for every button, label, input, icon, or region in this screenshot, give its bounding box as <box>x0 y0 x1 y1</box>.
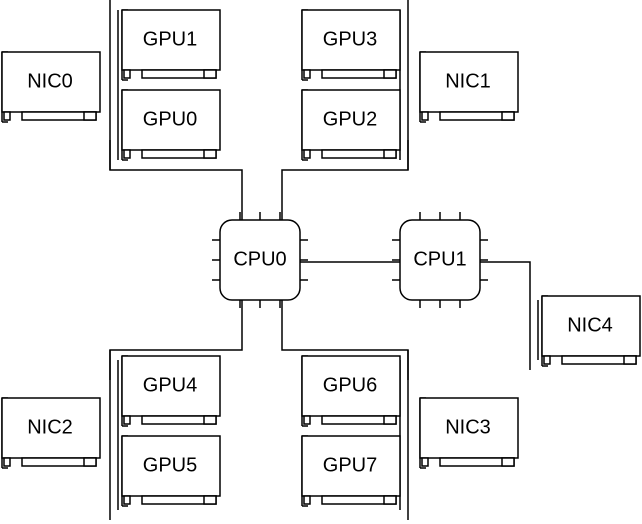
gpu4-label: GPU4 <box>143 374 197 396</box>
link-cpu1-nic4 <box>480 261 531 290</box>
cpu-chips: CPU0 CPU1 <box>212 212 488 308</box>
nic4-card: NIC4 <box>541 295 641 367</box>
gpu0-card: GPU0 <box>121 89 221 161</box>
gpu1-card: GPU1 <box>121 9 221 81</box>
bus-bottom-left <box>109 350 119 520</box>
gpu5-card: GPU5 <box>121 435 221 507</box>
gpu5-label: GPU5 <box>143 454 197 476</box>
gpu7-card: GPU7 <box>301 435 401 507</box>
nic0-card: NIC0 <box>1 51 101 123</box>
nic1-card: NIC1 <box>419 51 519 123</box>
gpu6-label: GPU6 <box>323 374 377 396</box>
nic4-label: NIC4 <box>567 314 613 336</box>
gpu4-card: GPU4 <box>121 355 221 427</box>
bus-top-right <box>399 0 409 170</box>
gpu7-label: GPU7 <box>323 454 377 476</box>
gpu3-card: GPU3 <box>301 9 401 81</box>
gpu3-label: GPU3 <box>323 28 377 50</box>
bus-bottom-right <box>399 350 409 520</box>
nic3-card: NIC3 <box>419 397 519 469</box>
gpu1-label: GPU1 <box>143 28 197 50</box>
nic2-card: NIC2 <box>1 397 101 469</box>
cpu1-chip: CPU1 <box>392 212 488 308</box>
nic1-label: NIC1 <box>445 70 491 92</box>
gpu2-card: GPU2 <box>301 89 401 161</box>
nic2-label: NIC2 <box>27 416 73 438</box>
nic0-label: NIC0 <box>27 70 73 92</box>
bus-top-left <box>109 0 119 170</box>
cpu0-label: CPU0 <box>233 248 286 270</box>
gpu2-label: GPU2 <box>323 108 377 130</box>
cpu1-label: CPU1 <box>413 248 466 270</box>
gpu0-label: GPU0 <box>143 108 197 130</box>
bus-nic4 <box>529 290 539 370</box>
gpu6-card: GPU6 <box>301 355 401 427</box>
nic3-label: NIC3 <box>445 416 491 438</box>
cpu0-chip: CPU0 <box>212 212 308 308</box>
